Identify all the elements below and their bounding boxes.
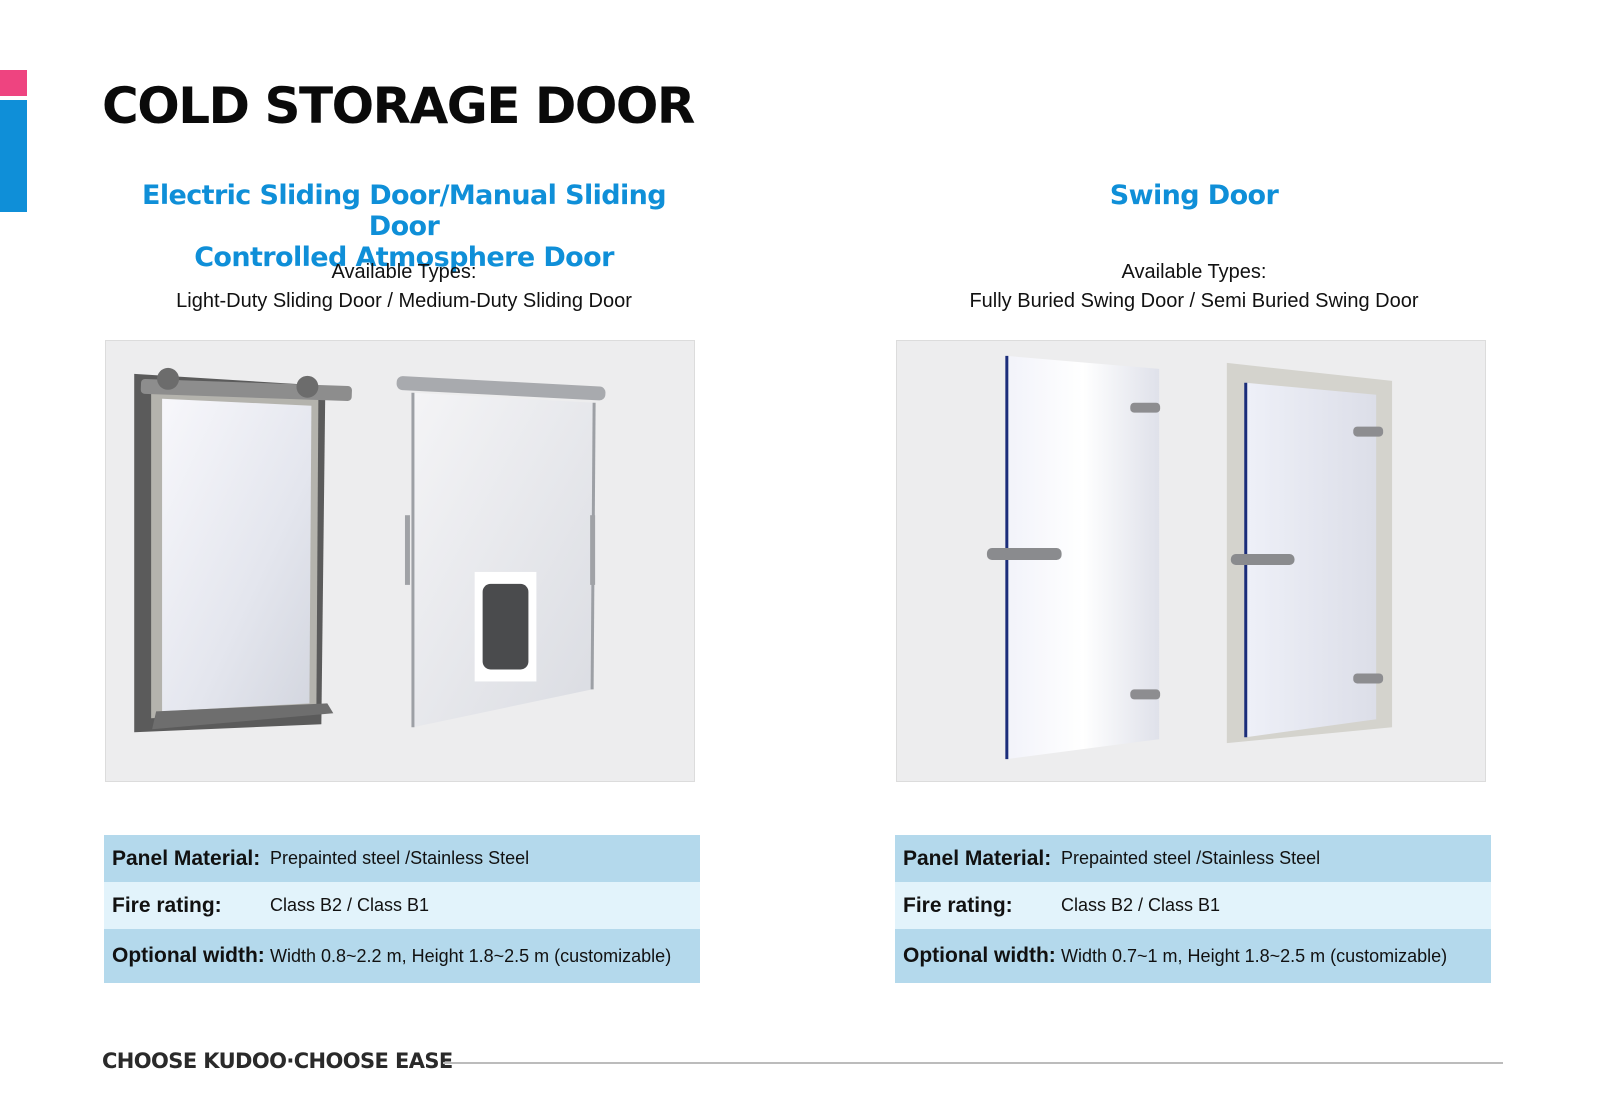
spec-label: Panel Material: [903,846,1052,870]
spec-row-optional-width: Optional width: Width 0.7~1 m, Height 1.… [895,929,1491,983]
spec-row-optional-width: Optional width: Width 0.8~2.2 m, Height … [104,929,700,983]
available-types-value: Light-Duty Sliding Door / Medium-Duty Sl… [176,290,632,312]
footer-slogan: CHOOSE KUDOO·CHOOSE EASE [102,1049,453,1073]
accent-bar-blue [0,100,27,212]
available-types-label: Available Types: [1121,261,1267,283]
heading-line: Controlled Atmosphere Door [194,242,614,273]
spec-label: Optional width: [903,944,1056,967]
heading-line: Swing Door [1109,180,1279,211]
swing-door-illustration [986,355,1393,760]
footer-divider [443,1062,1503,1064]
spec-value: Class B2 / Class B1 [270,895,430,915]
section-heading: Electric Sliding Door/Manual Sliding Doo… [104,180,704,273]
sliding-door-photo [105,340,695,782]
accent-bar-pink [0,70,27,96]
spec-table-sliding-door: Panel Material: Prepainted steel /Stainl… [104,835,700,983]
sliding-door-illustration [134,367,606,733]
available-types-label: Available Types: [331,261,477,283]
section-sliding-door: Electric Sliding Door/Manual Sliding Doo… [104,180,704,316]
spec-label: Fire rating: [903,893,1013,917]
spec-row-fire-rating: Fire rating: Class B2 / Class B1 [104,882,700,929]
spec-label: Panel Material: [112,846,261,870]
spec-row-fire-rating: Fire rating: Class B2 / Class B1 [895,882,1491,929]
spec-label: Fire rating: [112,893,222,917]
spec-value: Prepainted steel /Stainless Steel [270,848,530,868]
section-swing-door: Swing Door Available Types: Fully Buried… [894,180,1494,316]
spec-table-swing-door: Panel Material: Prepainted steel /Stainl… [895,835,1491,983]
page-title: COLD STORAGE DOOR [102,77,695,135]
spec-value: Class B2 / Class B1 [1061,895,1221,915]
spec-label: Optional width: [112,944,265,967]
spec-value: Width 0.7~1 m, Height 1.8~2.5 m (customi… [1061,945,1448,966]
spec-row-panel-material: Panel Material: Prepainted steel /Stainl… [104,835,700,882]
swing-door-photo [896,340,1486,782]
heading-line: Electric Sliding Door/Manual Sliding Doo… [142,180,667,242]
spec-value: Prepainted steel /Stainless Steel [1061,848,1321,868]
section-heading: Swing Door [894,180,1494,246]
available-types-value: Fully Buried Swing Door / Semi Buried Sw… [969,290,1419,312]
spec-row-panel-material: Panel Material: Prepainted steel /Stainl… [895,835,1491,882]
spec-value: Width 0.8~2.2 m, Height 1.8~2.5 m (custo… [270,945,672,966]
